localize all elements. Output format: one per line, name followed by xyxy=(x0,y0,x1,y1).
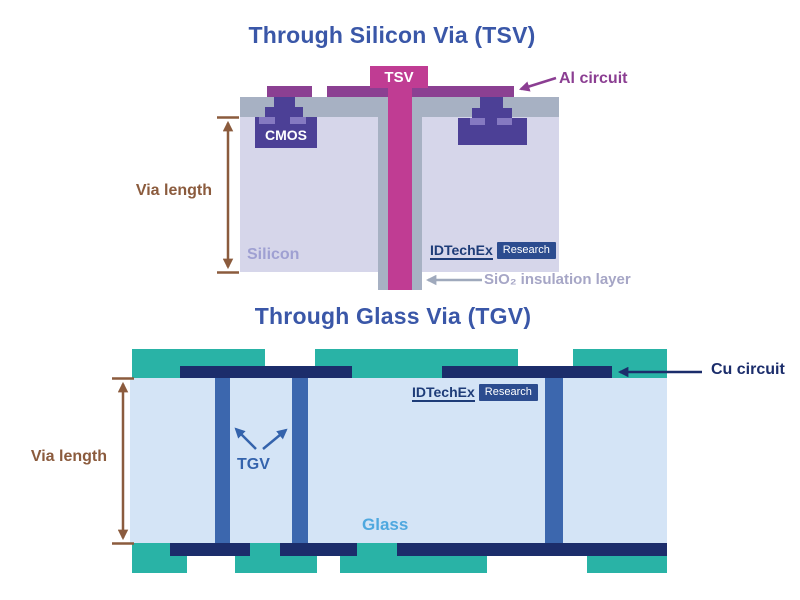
tgv-via xyxy=(545,378,563,543)
tgv-title: Through Glass Via (TGV) xyxy=(254,303,532,329)
sio2-insulation-label: SiO₂ insulation layer xyxy=(484,271,631,288)
via-length-label-tsv: Via length xyxy=(135,182,212,199)
al-circuit-bar-left xyxy=(267,86,312,97)
idtechex-logo-tsv: IDTechEx Research xyxy=(430,242,556,260)
cmos-contact-left-upper xyxy=(274,97,295,107)
cmos-inner-pad xyxy=(259,117,275,124)
cmos-label: CMOS xyxy=(265,127,307,143)
cu-circuit-bar-bottom xyxy=(170,543,250,556)
cmos-block-left: CMOS xyxy=(255,117,317,148)
cmos-contact-left-lower xyxy=(265,107,303,117)
cmos-inner-pad xyxy=(290,117,306,124)
tsv-via-head: TSV xyxy=(370,66,428,88)
idtechex-research-badge: Research xyxy=(478,384,538,401)
al-circuit-bar-main xyxy=(327,86,514,97)
idtechex-brand-text: IDTechEx xyxy=(412,384,475,402)
cmos-contact-right-upper xyxy=(480,97,503,108)
al-circuit-label: Al circuit xyxy=(559,70,628,87)
cu-circuit-bar-bottom xyxy=(397,543,667,556)
idtechex-logo-tgv: IDTechEx Research xyxy=(412,384,538,402)
silicon-label: Silicon xyxy=(247,246,300,263)
tgv-label: TGV xyxy=(237,456,270,473)
cmos-inner-pad xyxy=(497,118,512,125)
cu-circuit-bar-bottom xyxy=(280,543,357,556)
via-length-label-tgv: Via length xyxy=(30,448,107,465)
cu-circuit-label: Cu circuit xyxy=(711,361,785,378)
glass-label: Glass xyxy=(362,515,409,534)
cu-circuit-bar-top xyxy=(180,366,352,378)
cu-circuit-bar-top xyxy=(442,366,612,378)
via-length-arrow-tsv xyxy=(217,116,239,274)
tgv-via xyxy=(292,378,308,543)
cmos-block-right xyxy=(458,118,527,145)
tsv-title: Through Silicon Via (TSV) xyxy=(248,22,536,48)
idtechex-brand-text: IDTechEx xyxy=(430,242,493,260)
tgv-via xyxy=(215,378,230,543)
tsv-via-column xyxy=(388,87,412,290)
cmos-inner-pad xyxy=(470,118,485,125)
cmos-contact-right-lower xyxy=(472,108,512,118)
idtechex-research-badge: Research xyxy=(496,242,556,259)
al-circuit-arrow xyxy=(518,76,557,92)
tsv-via-label: TSV xyxy=(384,68,414,86)
